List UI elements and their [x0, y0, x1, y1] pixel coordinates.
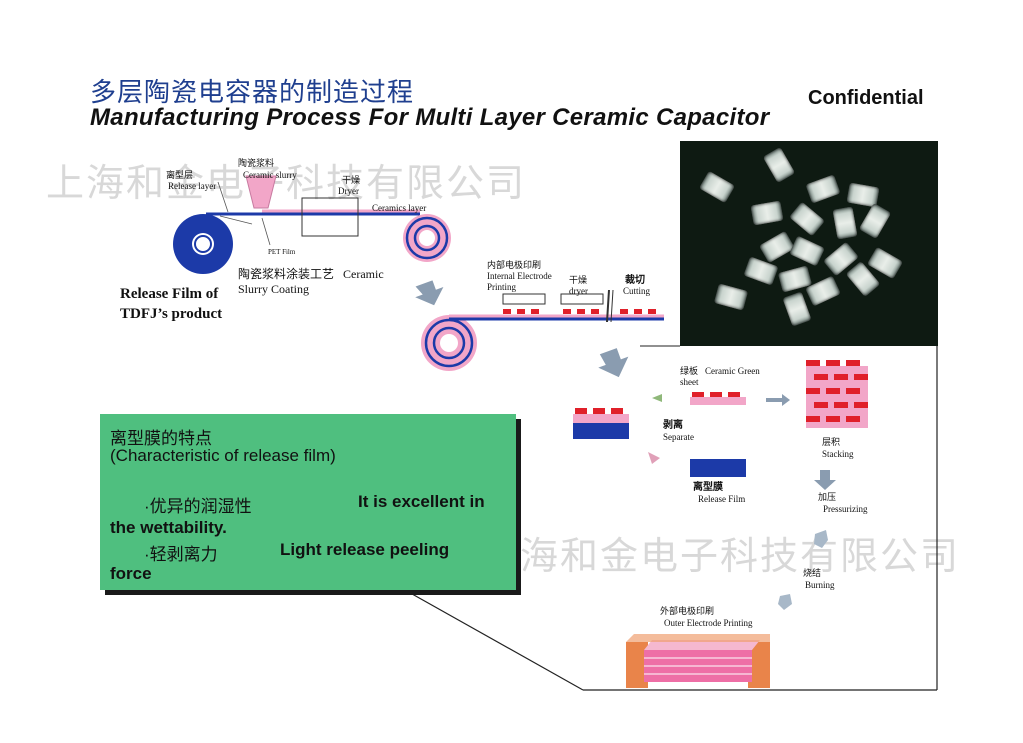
burning-cn: 烧结	[803, 568, 822, 578]
chip-image	[789, 201, 825, 237]
chip-image	[699, 170, 735, 204]
slurry-coating-en-2: Slurry Coating	[238, 282, 309, 296]
item2-en-b: force	[110, 564, 152, 583]
slurry-en: Ceramic slurry	[243, 170, 297, 180]
page-title-english: Manufacturing Process For Multi Layer Ce…	[90, 104, 770, 131]
separate-stack	[573, 408, 629, 439]
arrow-to-separate	[652, 394, 662, 402]
chip-image	[713, 283, 749, 311]
watermark-top: 上海和金电子科技有限公司	[46, 161, 527, 205]
watermark-bottom: 上海和金电子科技有限公司	[480, 534, 961, 578]
item1-en-a: It is excellent in	[358, 492, 485, 511]
release-layer-en: Release layer	[168, 181, 217, 191]
arrow-to-outer	[778, 594, 792, 610]
pressurizing-cn: 加压	[818, 492, 837, 502]
chip-image	[789, 235, 825, 267]
pressurizing-en: Pressurizing	[823, 504, 868, 514]
slurry-hopper	[245, 175, 277, 209]
page-title-chinese: 多层陶瓷电容器的制造过程	[90, 78, 415, 108]
ceramic-roll-right	[403, 214, 451, 262]
product-label-line1: Release Film of	[120, 286, 219, 302]
arrow-to-burning	[814, 530, 828, 548]
separate-cn: 剥离	[663, 420, 683, 431]
outer-printing-cn: 外部电极印刷	[660, 606, 715, 616]
internal-printing-cn: 内部电极印刷	[487, 260, 542, 270]
chip-image	[759, 230, 795, 264]
arrow-to-release-film	[648, 452, 660, 464]
chip-image	[762, 147, 796, 183]
dryer-box	[301, 197, 359, 237]
arrow-to-pressurizing	[814, 470, 836, 490]
slurry-coating-cn: 陶瓷浆料涂装工艺	[238, 267, 335, 281]
flow-arrow-1	[415, 280, 444, 306]
chip-image	[743, 256, 779, 286]
chip-image	[858, 203, 892, 239]
ceramics-layer-label: Ceramics layer	[372, 203, 427, 213]
item1-en-b: the wettability.	[110, 518, 227, 537]
separate-en: Separate	[663, 432, 694, 442]
slurry-coating-en-1: Ceramic	[343, 267, 384, 281]
cutting-cn: 裁切	[625, 275, 645, 286]
release-film-roll-left	[173, 214, 233, 274]
slurry-cn: 陶瓷浆料	[238, 158, 275, 168]
stacking-block	[806, 360, 868, 428]
callout-line	[404, 589, 584, 691]
dryer-en: Dryer	[338, 186, 359, 196]
arrow-to-stacking	[766, 394, 790, 406]
cutting-en: Cutting	[623, 286, 651, 296]
characteristics-heading-cn: 离型膜的特点	[110, 429, 212, 448]
chip-image	[750, 200, 784, 226]
stacking-en: Stacking	[822, 449, 854, 459]
dryer-cn: 干燥	[342, 175, 361, 185]
stacking-cn: 层积	[822, 437, 841, 447]
release-film-en: Release Film	[698, 494, 746, 504]
internal-electrode-marks	[503, 309, 656, 314]
release-film-product-label: Release Film of TDFJ’s product	[120, 284, 222, 324]
dryer2-cn: 干燥	[569, 275, 588, 285]
outer-electrode-capacitor	[626, 634, 770, 688]
characteristics-box: 离型膜的特点 (Characteristic of release film) …	[100, 414, 516, 590]
green-sheet-en-1: Ceramic Green	[705, 366, 760, 376]
dryer-box-2	[560, 293, 604, 305]
chip-image	[832, 206, 858, 240]
green-sheet-cn: 绿板	[680, 366, 699, 376]
item2-en-a: Light release peeling	[280, 540, 450, 559]
confidential-label: Confidential	[808, 87, 924, 109]
flow-arrow-2	[598, 348, 629, 378]
outer-printing-en: Outer Electrode Printing	[664, 618, 753, 628]
chip-image	[782, 291, 812, 327]
release-film-rect	[690, 459, 746, 477]
printing-roll	[421, 315, 477, 371]
green-sheet-en-2: sheet	[680, 377, 699, 387]
capacitor-chips-photo	[680, 141, 938, 346]
characteristics-heading-en: (Characteristic of release film)	[110, 446, 336, 465]
chip-image	[805, 174, 841, 204]
product-label-line2: TDFJ’s product	[120, 306, 223, 322]
pet-film-label: PET Film	[268, 248, 296, 256]
release-layer-cn: 离型层	[166, 170, 194, 180]
burning-en: Burning	[805, 580, 835, 590]
dryer2-en: dryer	[569, 286, 588, 296]
item1-cn: ·优异的润湿性	[144, 497, 252, 516]
release-film-cn: 离型膜	[693, 482, 723, 493]
internal-printing-en-1: Internal Electrode	[487, 271, 552, 281]
internal-printing-en-2: Printing	[487, 282, 517, 292]
cutting-blade	[606, 289, 610, 323]
print-head-box	[502, 293, 546, 305]
item2-cn: ·轻剥离力	[144, 545, 218, 564]
